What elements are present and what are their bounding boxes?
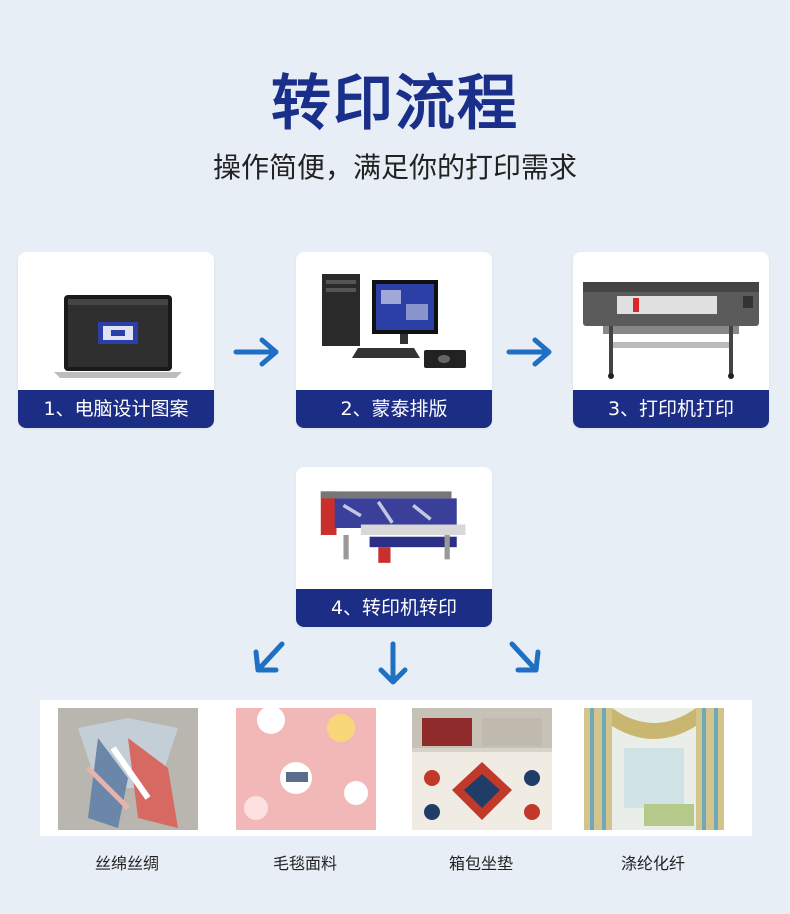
page-subtitle: 操作简便，满足你的打印需求 [212, 151, 577, 184]
polyester-curtain-image [584, 708, 724, 830]
arrow-right-icon [233, 337, 279, 367]
step-card-design: 1、电脑设计图案 [18, 252, 214, 428]
step-card-print: 3、打印机打印 [573, 252, 769, 428]
step-label: 3、打印机打印 [573, 390, 769, 428]
arrow-right-icon [506, 337, 552, 367]
step-card-layout: 2、蒙泰排版 [296, 252, 492, 428]
transfer-machine-icon [320, 491, 466, 563]
page-title: 转印流程 [271, 69, 519, 139]
cushion-rug-image [412, 708, 552, 830]
step-label: 2、蒙泰排版 [296, 390, 492, 428]
product-label: 箱包坐垫 [448, 854, 513, 873]
step-label: 1、电脑设计图案 [18, 390, 214, 428]
blanket-fabric-image [236, 708, 376, 830]
laptop-icon [54, 295, 182, 378]
arrow-down-right-icon [509, 641, 541, 673]
product-label: 毛毯面料 [272, 854, 337, 873]
arrow-down-left-icon [253, 641, 285, 673]
printer-icon [583, 282, 759, 379]
computer-icon [322, 274, 466, 368]
silk-scarf-image [58, 708, 198, 830]
arrow-down-icon [378, 641, 408, 685]
product-label: 丝绵丝绸 [94, 854, 159, 873]
product-label: 涤纶化纤 [620, 854, 685, 873]
step-card-transfer: 4、转印机转印 [296, 467, 492, 627]
step-label: 4、转印机转印 [296, 589, 492, 627]
